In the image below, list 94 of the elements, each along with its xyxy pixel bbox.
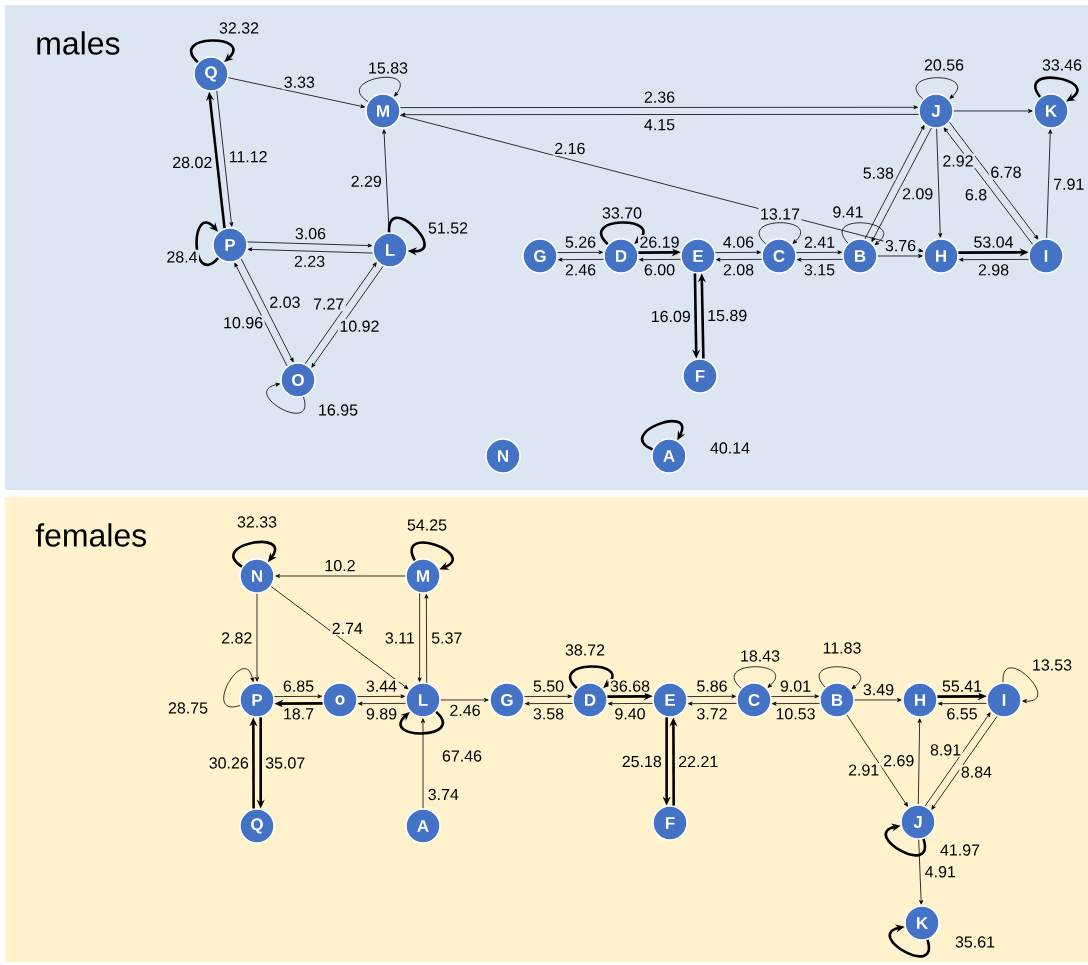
arrow <box>311 265 384 368</box>
edge-label: 22.21 <box>676 754 720 769</box>
edge-label: 15.89 <box>705 308 749 323</box>
loop-arrow <box>733 666 776 689</box>
edge-label: 11.12 <box>227 149 270 164</box>
loop-arrow <box>232 540 277 568</box>
arrow <box>949 122 1039 240</box>
loop-arrow <box>1034 76 1079 102</box>
arrow <box>270 586 409 690</box>
arrow <box>304 262 377 365</box>
loop-arrow <box>266 382 306 414</box>
loop-arrow <box>223 668 255 708</box>
edge-label: 2.46 <box>447 703 483 718</box>
loop-arrow <box>410 541 454 570</box>
arrow <box>936 128 943 238</box>
arrow <box>421 718 425 809</box>
arrow <box>400 105 918 110</box>
edge-label: 7.91 <box>1051 177 1086 192</box>
edge-label: 28.02 <box>170 155 214 170</box>
arrow <box>608 701 653 706</box>
loop-arrow <box>600 221 645 245</box>
arrow <box>938 701 987 706</box>
loop-arrow <box>888 924 931 958</box>
loop-arrow <box>884 823 927 857</box>
arrow <box>247 247 373 254</box>
arrow <box>227 77 366 109</box>
arrow <box>557 250 603 255</box>
arrow <box>247 241 373 248</box>
arrow <box>382 129 390 233</box>
arrow <box>240 258 294 363</box>
arrow <box>924 712 991 807</box>
arrow <box>854 698 902 702</box>
arrow <box>931 715 998 810</box>
arrow <box>864 125 925 240</box>
arrow <box>771 694 819 699</box>
arrow <box>688 701 737 706</box>
arrow <box>401 112 919 117</box>
edge-label: 2.74 <box>330 621 365 636</box>
arrow <box>687 694 736 699</box>
loop-arrow <box>1002 667 1039 704</box>
loop-arrow <box>190 39 235 63</box>
edge-label: 25.18 <box>620 754 664 769</box>
loop-arrow <box>195 221 219 266</box>
arrow <box>877 254 923 258</box>
loop-arrow <box>915 77 958 100</box>
arrow <box>715 250 761 255</box>
edge-label: 3.74 <box>426 787 461 802</box>
arrow <box>274 694 322 699</box>
arrow <box>234 262 288 367</box>
edge-label: 2.23 <box>292 254 327 269</box>
loop-arrow <box>399 711 444 735</box>
arrow <box>639 257 681 262</box>
arrow <box>846 714 908 807</box>
arrow <box>255 593 259 682</box>
arrow <box>953 109 1033 113</box>
loop-arrow <box>758 222 801 245</box>
arrow <box>440 698 489 702</box>
arrow <box>275 574 406 578</box>
edge-label: 16.09 <box>649 309 693 324</box>
arrow <box>357 694 405 699</box>
arrow <box>797 257 843 262</box>
arrow <box>918 839 924 905</box>
loop-arrow <box>569 665 614 689</box>
loop-arrow <box>641 420 686 451</box>
arrow <box>525 701 573 706</box>
arrow <box>917 718 922 805</box>
edge-label: 10.2 <box>322 558 358 573</box>
loop-arrow <box>387 216 426 256</box>
arrow <box>524 694 572 699</box>
arrow <box>943 127 1033 245</box>
arrow <box>871 127 932 242</box>
edge-label: 2.29 <box>349 174 384 189</box>
edge-label: 3.06 <box>293 226 328 241</box>
arrow <box>716 257 762 262</box>
arrow <box>796 250 842 255</box>
edge-label: 3.49 <box>861 682 896 697</box>
loop-arrow <box>841 222 884 246</box>
arrow <box>1046 129 1053 239</box>
arrow <box>417 593 422 682</box>
edge-label: 3.76 <box>883 238 918 253</box>
arrow <box>358 701 406 706</box>
edge-label: 2.16 <box>552 141 587 156</box>
loop-arrow <box>818 666 861 690</box>
arrow <box>959 257 1029 262</box>
edge-label: 6.78 <box>988 165 1024 180</box>
loop-arrow <box>358 76 401 102</box>
arrow <box>216 90 234 227</box>
edge-label: 2.03 <box>267 295 302 310</box>
edge-label: 3.33 <box>282 75 317 90</box>
arrow <box>424 594 429 683</box>
arrow <box>558 257 604 262</box>
edge-label: 2.41 <box>802 235 837 250</box>
arrow <box>772 701 820 706</box>
edge-label: 55.41 <box>940 679 984 694</box>
